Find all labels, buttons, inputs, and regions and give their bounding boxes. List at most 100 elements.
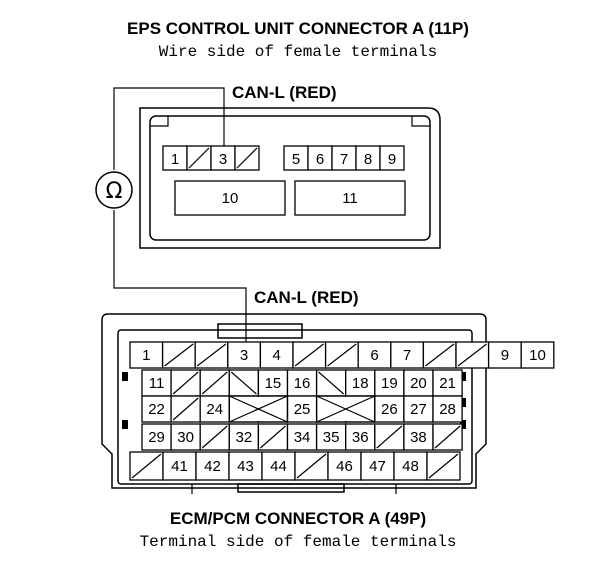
eps-pin: 1 [171, 151, 179, 168]
eps-pin: 10 [222, 190, 239, 207]
eps-pin: 7 [340, 151, 348, 168]
empty-cavity-slash [201, 371, 228, 395]
eps-connector-shell [139, 107, 441, 249]
eps-pin: 9 [388, 151, 396, 168]
empty-cavity-slash [201, 425, 228, 449]
empty-cavity-slash [318, 371, 345, 395]
eps-row1-right: 5 6 7 8 9 [283, 145, 405, 171]
ecm-lock-right-1 [460, 372, 466, 381]
ecm-pin: 27 [410, 401, 427, 418]
empty-cavity-slash [172, 397, 199, 421]
ecm-pin: 21 [439, 375, 456, 392]
empty-cavity-slash [296, 453, 327, 479]
ecm-pin-cell [162, 451, 197, 481]
ecm-pin: 15 [265, 375, 282, 392]
eps-pin: 3 [219, 151, 227, 168]
ecm-pin: 44 [270, 458, 287, 475]
ecm-pin: 4 [273, 347, 281, 364]
ecm-pin: 26 [381, 401, 398, 418]
eps-pin: 8 [364, 151, 372, 168]
empty-cavity-cross [228, 395, 289, 423]
ecm-pin-cell [360, 451, 395, 481]
eps-latch-right [411, 116, 430, 127]
ecm-key-tab [217, 323, 303, 339]
ohm-icon: Ω [106, 179, 123, 204]
ecm-pin: 22 [148, 401, 165, 418]
ecm-pin-cell [393, 451, 428, 481]
empty-cavity-slash [260, 425, 286, 449]
ecm-pin-cell [403, 395, 434, 423]
eps-probe-label: CAN-L (RED) [232, 83, 337, 102]
empty-cavity-slash [425, 343, 455, 367]
ecm-pin-cell [374, 395, 405, 423]
eps-row1-left: 1 3 [162, 145, 260, 171]
ecm-pin: 35 [323, 429, 340, 446]
ohmmeter-symbol: Ω [95, 171, 133, 209]
eps-pin-cell-10 [174, 180, 286, 216]
ecm-pin: 3 [240, 347, 248, 364]
eps-latch-left [150, 116, 169, 127]
ecm-pin: 43 [237, 458, 254, 475]
ecm-pin-cell [432, 395, 463, 423]
ecm-pin-cell [199, 395, 230, 423]
test-lead-wire [113, 87, 247, 345]
ecm-pin-cell [357, 341, 392, 369]
ecm-probe-label: CAN-L (RED) [254, 288, 359, 307]
ecm-pin: 10 [529, 347, 546, 364]
ecm-pin: 25 [294, 401, 311, 418]
ecm-pin-cell [261, 451, 296, 481]
ecm-pin-cell [286, 369, 318, 397]
ecm-pin: 19 [381, 375, 398, 392]
ecm-pin: 36 [352, 429, 369, 446]
ecm-pin: 28 [439, 401, 456, 418]
ecm-lock-right-2 [460, 398, 466, 407]
ecm-pin: 7 [403, 347, 411, 364]
empty-cavity-slash [196, 343, 227, 367]
ecm-pin-cell [432, 369, 463, 397]
ecm-pin-cell [390, 341, 425, 369]
ecm-pin: 11 [149, 375, 165, 392]
ecm-lock-left-2 [122, 420, 128, 429]
ecm-pin: 20 [410, 375, 427, 392]
ecm-connector-title: ECM/PCM CONNECTOR A (49P) [170, 509, 426, 528]
eps-pin: 5 [292, 151, 300, 168]
eps-pin: 6 [316, 151, 324, 168]
eps-connector-subtitle: Wire side of female terminals [159, 43, 437, 61]
ecm-pin: 1 [142, 347, 150, 364]
ecm-pin: 48 [402, 458, 419, 475]
ecm-pin-cell [141, 395, 172, 423]
ecm-pin: 47 [369, 458, 386, 475]
ecm-pin-cell [345, 423, 376, 451]
ecm-pin-cell [259, 341, 294, 369]
ecm-pin-cell [403, 423, 434, 451]
ecm-pin-cell [228, 451, 263, 481]
ecm-pin: 9 [501, 347, 509, 364]
ecm-connector-subtitle: Terminal side of female terminals [140, 533, 457, 551]
ecm-pin-cell [227, 341, 262, 369]
ohmmeter-circle [95, 171, 133, 209]
eps-connector-inner [149, 115, 431, 241]
ecm-lock-left-1 [122, 372, 128, 381]
eps-pin: 11 [342, 190, 358, 207]
ecm-pin: 42 [204, 458, 221, 475]
empty-cavity-slash [428, 453, 459, 479]
ecm-pin: 41 [171, 458, 188, 475]
empty-cavity-slash [434, 425, 461, 449]
empty-cavity-slash [294, 343, 324, 367]
ecm-connector-shell [101, 313, 487, 489]
ecm-pin: 32 [236, 429, 253, 446]
ecm-pin-cell [374, 369, 405, 397]
ecm-pin-cell [286, 423, 318, 451]
eps-connector: 1 3 5 6 7 8 9 10 11 [139, 107, 441, 249]
empty-cavity-slash [230, 371, 257, 395]
empty-cavity-cross [316, 395, 376, 423]
eps-connector-title: EPS CONTROL UNIT CONNECTOR A (11P) [127, 19, 469, 38]
empty-cavity-slash [164, 343, 194, 367]
empty-cavity-slash [457, 343, 487, 367]
ecm-pin-cell [141, 369, 172, 397]
ecm-pin: 16 [294, 375, 311, 392]
ecm-pin-cell [487, 341, 522, 369]
